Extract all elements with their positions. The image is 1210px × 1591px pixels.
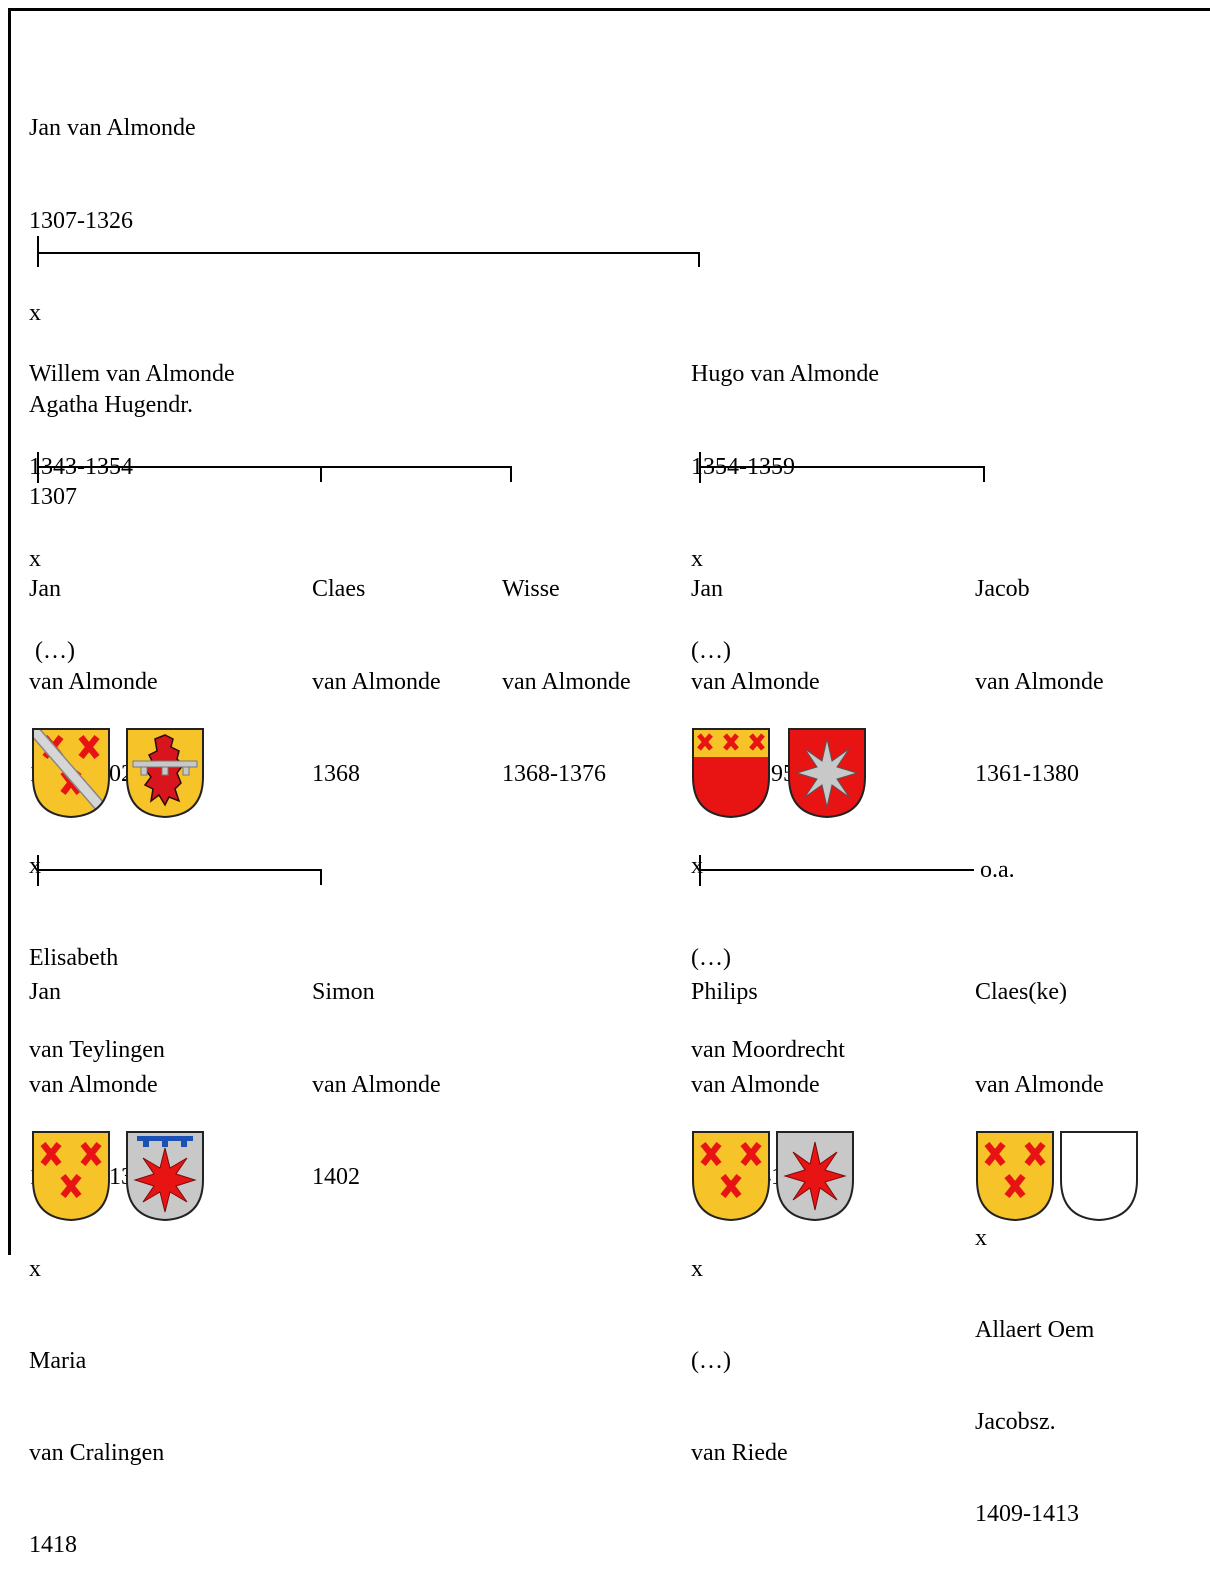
person-name: Jan van Almonde <box>29 115 196 142</box>
spouse-surname: van Riede <box>691 1439 788 1466</box>
person-dates: 1402 <box>312 1163 360 1190</box>
marriage-mark: x <box>29 1255 41 1282</box>
branch-note-oa: o.a. <box>980 857 1015 883</box>
person-surname: van Almonde <box>691 668 820 695</box>
person-simon-van-almonde: Simon van Almonde 1402 <box>312 916 441 1223</box>
person-name: Wisse <box>502 576 560 603</box>
spouse-surname: van Moordrecht <box>691 1036 845 1063</box>
marriage-mark: x <box>29 545 41 572</box>
marriage-mark: x <box>691 545 703 572</box>
person-surname: van Almonde <box>975 668 1104 695</box>
spouse-name: Agatha Hugendr. <box>29 391 193 418</box>
person-name: Simon <box>312 979 375 1006</box>
connector-line <box>698 252 700 267</box>
almonde-arms-icon <box>692 1131 770 1222</box>
moordrecht-arms-icon <box>788 728 866 819</box>
spouse-name: Allaert Oem <box>975 1317 1095 1344</box>
connector-line <box>510 466 512 482</box>
riede-arms-icon <box>776 1131 854 1222</box>
person-surname: van Almonde <box>29 1071 158 1098</box>
connector-line <box>37 252 700 254</box>
spouse-name: Maria <box>29 1347 87 1374</box>
person-dates: 1368-1376 <box>502 760 606 787</box>
teylingen-arms-icon <box>126 728 204 819</box>
connector-line <box>320 869 322 885</box>
person-name: Philips <box>691 979 758 1006</box>
almonde-bend-arms-icon <box>32 728 110 819</box>
person-claes-van-almonde: Claes van Almonde 1368 <box>312 513 441 820</box>
person-jacob-van-almonde: Jacob van Almonde 1361-1380 <box>975 513 1104 820</box>
spouse-name: (…) <box>691 1347 731 1374</box>
cralingen-arms-icon <box>126 1131 204 1222</box>
person-dates: 1361-1380 <box>975 760 1079 787</box>
spouse-name: (…) <box>691 637 731 664</box>
connector-line <box>983 466 985 482</box>
person-name: Claes <box>312 576 366 603</box>
person-name: Claes(ke) <box>975 979 1067 1006</box>
person-name: Jan <box>29 979 61 1006</box>
spouse-name: Elisabeth <box>29 944 119 971</box>
person-surname: van Almonde <box>312 668 441 695</box>
marriage-mark: x <box>975 1225 987 1252</box>
almonde-chief-arms-icon <box>692 728 770 819</box>
person-surname: van Almonde <box>502 668 631 695</box>
connector-line <box>699 869 974 871</box>
person-surname: van Almonde <box>312 1071 441 1098</box>
person-name: Jan <box>691 576 723 603</box>
marriage-mark: x <box>29 852 41 879</box>
person-jan-van-almonde-1402-1413: Jan van Almonde 1402-1413 x Maria van Cr… <box>29 916 164 1591</box>
person-name: Hugo van Almonde <box>691 361 879 388</box>
spouse-dates: 1418 <box>29 1532 77 1559</box>
almonde-arms-icon <box>976 1131 1054 1222</box>
person-surname: van Almonde <box>691 1071 820 1098</box>
blank-shield-icon <box>1060 1131 1138 1222</box>
person-dates: 1307-1326 <box>29 207 133 234</box>
person-willem-van-almonde: Willem van Almonde 1343-1354 x (…) <box>29 298 235 697</box>
person-dates: 1368 <box>312 760 360 787</box>
person-name: Jan <box>29 576 61 603</box>
marriage-mark: x <box>691 852 703 879</box>
family-tree-frame <box>8 8 1210 1255</box>
marriage-mark: x <box>691 1255 703 1282</box>
person-jan-van-almonde-1307: Jan van Almonde 1307-1326 x Agatha Hugen… <box>29 52 196 543</box>
person-surname: van Almonde <box>29 668 158 695</box>
spouse-surname: van Teylingen <box>29 1036 165 1063</box>
connector-line <box>320 466 322 482</box>
person-wisse-van-almonde: Wisse van Almonde 1368-1376 <box>502 513 631 820</box>
person-jan-van-almonde-1361-1395: Jan van Almonde 1361-1395 x (…) van Moor… <box>691 513 845 1096</box>
person-surname: van Almonde <box>975 1071 1104 1098</box>
connector-line <box>699 466 985 468</box>
person-claeske-van-almonde: Claes(ke) van Almonde x Allaert Oem Jaco… <box>975 916 1104 1561</box>
spouse-surname: van Cralingen <box>29 1439 165 1466</box>
marriage-mark: x <box>29 299 41 326</box>
spouse-name: (…) <box>29 637 75 664</box>
connector-line <box>37 466 512 468</box>
person-name: Willem van Almonde <box>29 361 235 388</box>
almonde-arms-icon <box>32 1131 110 1222</box>
person-name: Jacob <box>975 576 1030 603</box>
spouse-name: (…) <box>691 944 731 971</box>
person-hugo-van-almonde: Hugo van Almonde 1354-1359 x (…) <box>691 298 879 697</box>
connector-line <box>37 869 322 871</box>
connector-line <box>37 236 39 267</box>
spouse-patronym: Jacobsz. <box>975 1409 1056 1436</box>
spouse-dates: 1307 <box>29 483 77 510</box>
spouse-dates: 1409-1413 <box>975 1501 1079 1528</box>
